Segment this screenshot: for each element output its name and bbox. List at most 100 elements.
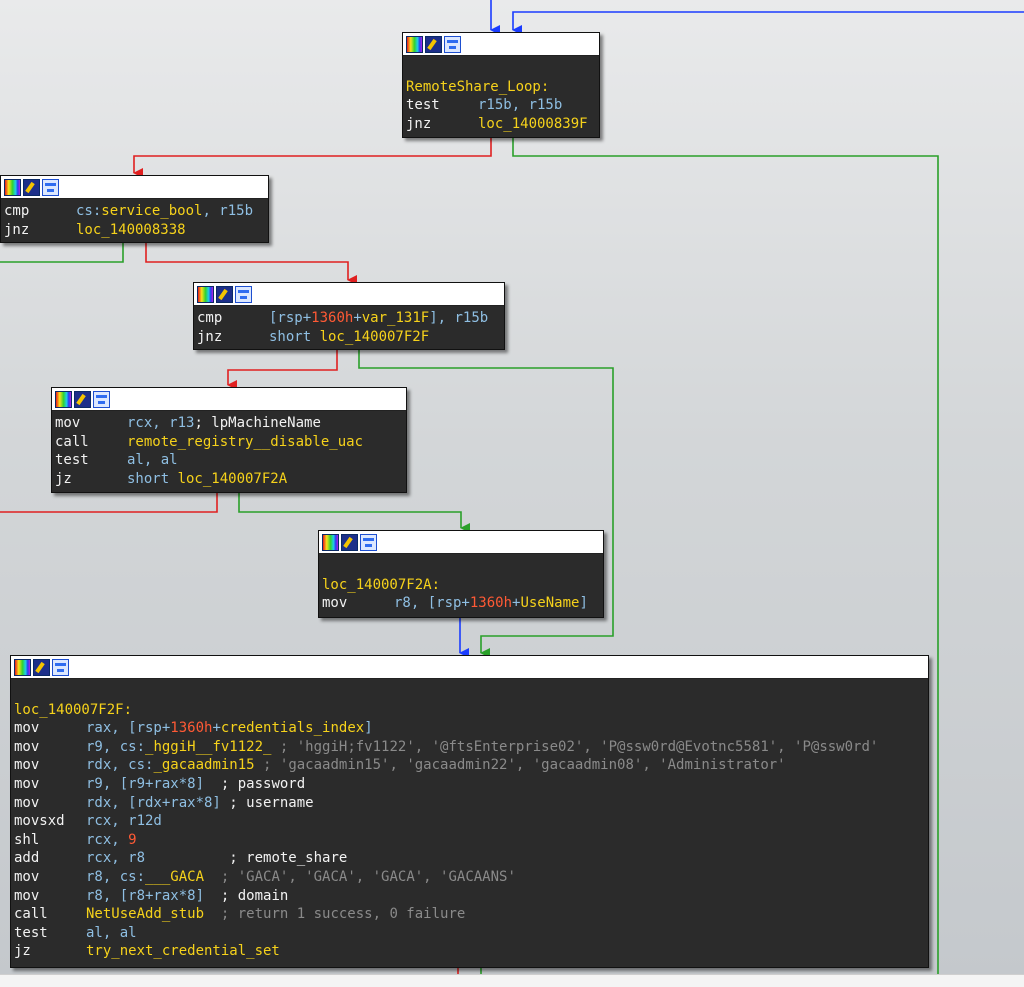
symbol-reference[interactable]: credentials_index [220,720,365,737]
mnemonic: jnz [406,115,432,132]
numeric-constant: 1360h [311,310,354,326]
blank-line [14,682,924,701]
numeric-constant: 1360h [469,595,513,612]
mnemonic: test [14,924,48,941]
node-header [52,388,406,411]
comment: ; lpMachineName [194,415,321,431]
branch-target[interactable]: loc_140007F2A [177,470,288,487]
blank-line [322,557,599,576]
code-line: cmp[rsp+1360h+var_131F], r15b [197,309,500,328]
mnemonic: jz [55,470,72,487]
branch-target[interactable]: loc_140007F2F [319,328,430,345]
symbol-reference[interactable]: ___GACA [145,868,205,885]
rename-icon[interactable] [74,390,91,408]
mnemonic: call [14,906,48,923]
code-label[interactable]: loc_140007F2F: [14,701,133,718]
symbol-reference[interactable]: UseName [520,595,580,612]
symbol-reference[interactable]: _gacaadmin15 [153,757,255,774]
mnemonic: mov [14,868,40,885]
operand [255,757,263,773]
numeric-constant: 1360h [170,720,213,737]
rename-icon[interactable] [216,285,233,303]
node-header [1,176,268,199]
color-palette-icon[interactable] [14,658,31,676]
mnemonic: shl [14,831,40,848]
color-palette-icon[interactable] [322,533,339,551]
operand: r8, cs: [86,868,146,885]
operand: rcx, r8 [86,850,146,867]
operand: + [212,720,221,737]
mnemonic: call [55,433,89,450]
graph-overview-icon[interactable] [360,533,377,551]
graph-overview-icon[interactable] [444,35,461,53]
graph-overview-icon[interactable] [93,390,110,408]
mnemonic: mov [55,415,81,431]
comment: ; password [204,775,306,792]
mnemonic: jz [14,943,31,960]
color-palette-icon[interactable] [4,178,21,196]
operand: [rsp+ [269,310,312,326]
mnemonic: cmp [197,310,223,326]
rename-icon[interactable] [341,533,358,551]
branch-target[interactable]: loc_14000839F [478,115,588,132]
operand: ] [579,595,588,612]
graph-overview-icon[interactable] [235,285,252,303]
code-line: RemoteShare_Loop: [406,78,595,97]
symbol-reference[interactable]: _hggiH__fv1122_ [145,738,272,755]
color-palette-icon[interactable] [55,390,72,408]
node-header [194,283,504,306]
mnemonic: mov [14,794,40,811]
mnemonic: mov [14,775,40,792]
operand: rdx, [rdx+rax*8] [86,794,221,811]
graph-overview-icon[interactable] [42,178,59,196]
branch-target[interactable]: loc_140008338 [76,221,186,238]
operand: r8, [r8+rax*8] [86,887,205,904]
symbol-reference[interactable]: var_131F [361,310,430,326]
code-label[interactable]: loc_140007F2A: [322,576,441,593]
operand: rax, [rsp+ [86,720,171,737]
mnemonic: test [406,97,440,114]
operand: ] [364,720,373,737]
branch-target[interactable]: NetUseAdd_stub [86,906,205,923]
mnemonic: mov [14,757,40,774]
rename-icon[interactable] [23,178,40,196]
mnemonic: movsxd [14,813,65,830]
color-palette-icon[interactable] [406,35,423,53]
rename-icon[interactable] [33,658,50,676]
branch-target[interactable]: try_next_credential_set [86,943,280,960]
code-label[interactable]: RemoteShare_Loop: [406,78,550,95]
edge-uac-false [0,492,218,513]
status-strip [0,974,1024,987]
operand: short [127,470,178,487]
mnemonic: jnz [197,328,223,345]
edge-loop-false [133,138,492,178]
edge-service-false [145,242,357,285]
rename-icon[interactable] [425,35,442,53]
branch-target[interactable]: remote_registry__disable_uac [127,433,364,450]
mnemonic: mov [322,595,348,612]
color-palette-icon[interactable] [197,285,214,303]
node-header [403,33,599,56]
operand: rdx, cs: [86,757,154,774]
graph-overview-icon[interactable] [52,658,69,676]
node-loc-140007f2f[interactable]: loc_140007F2F:mov rax, [rsp+1360h+credent… [10,655,929,968]
symbol-reference[interactable]: service_bool [101,203,203,219]
